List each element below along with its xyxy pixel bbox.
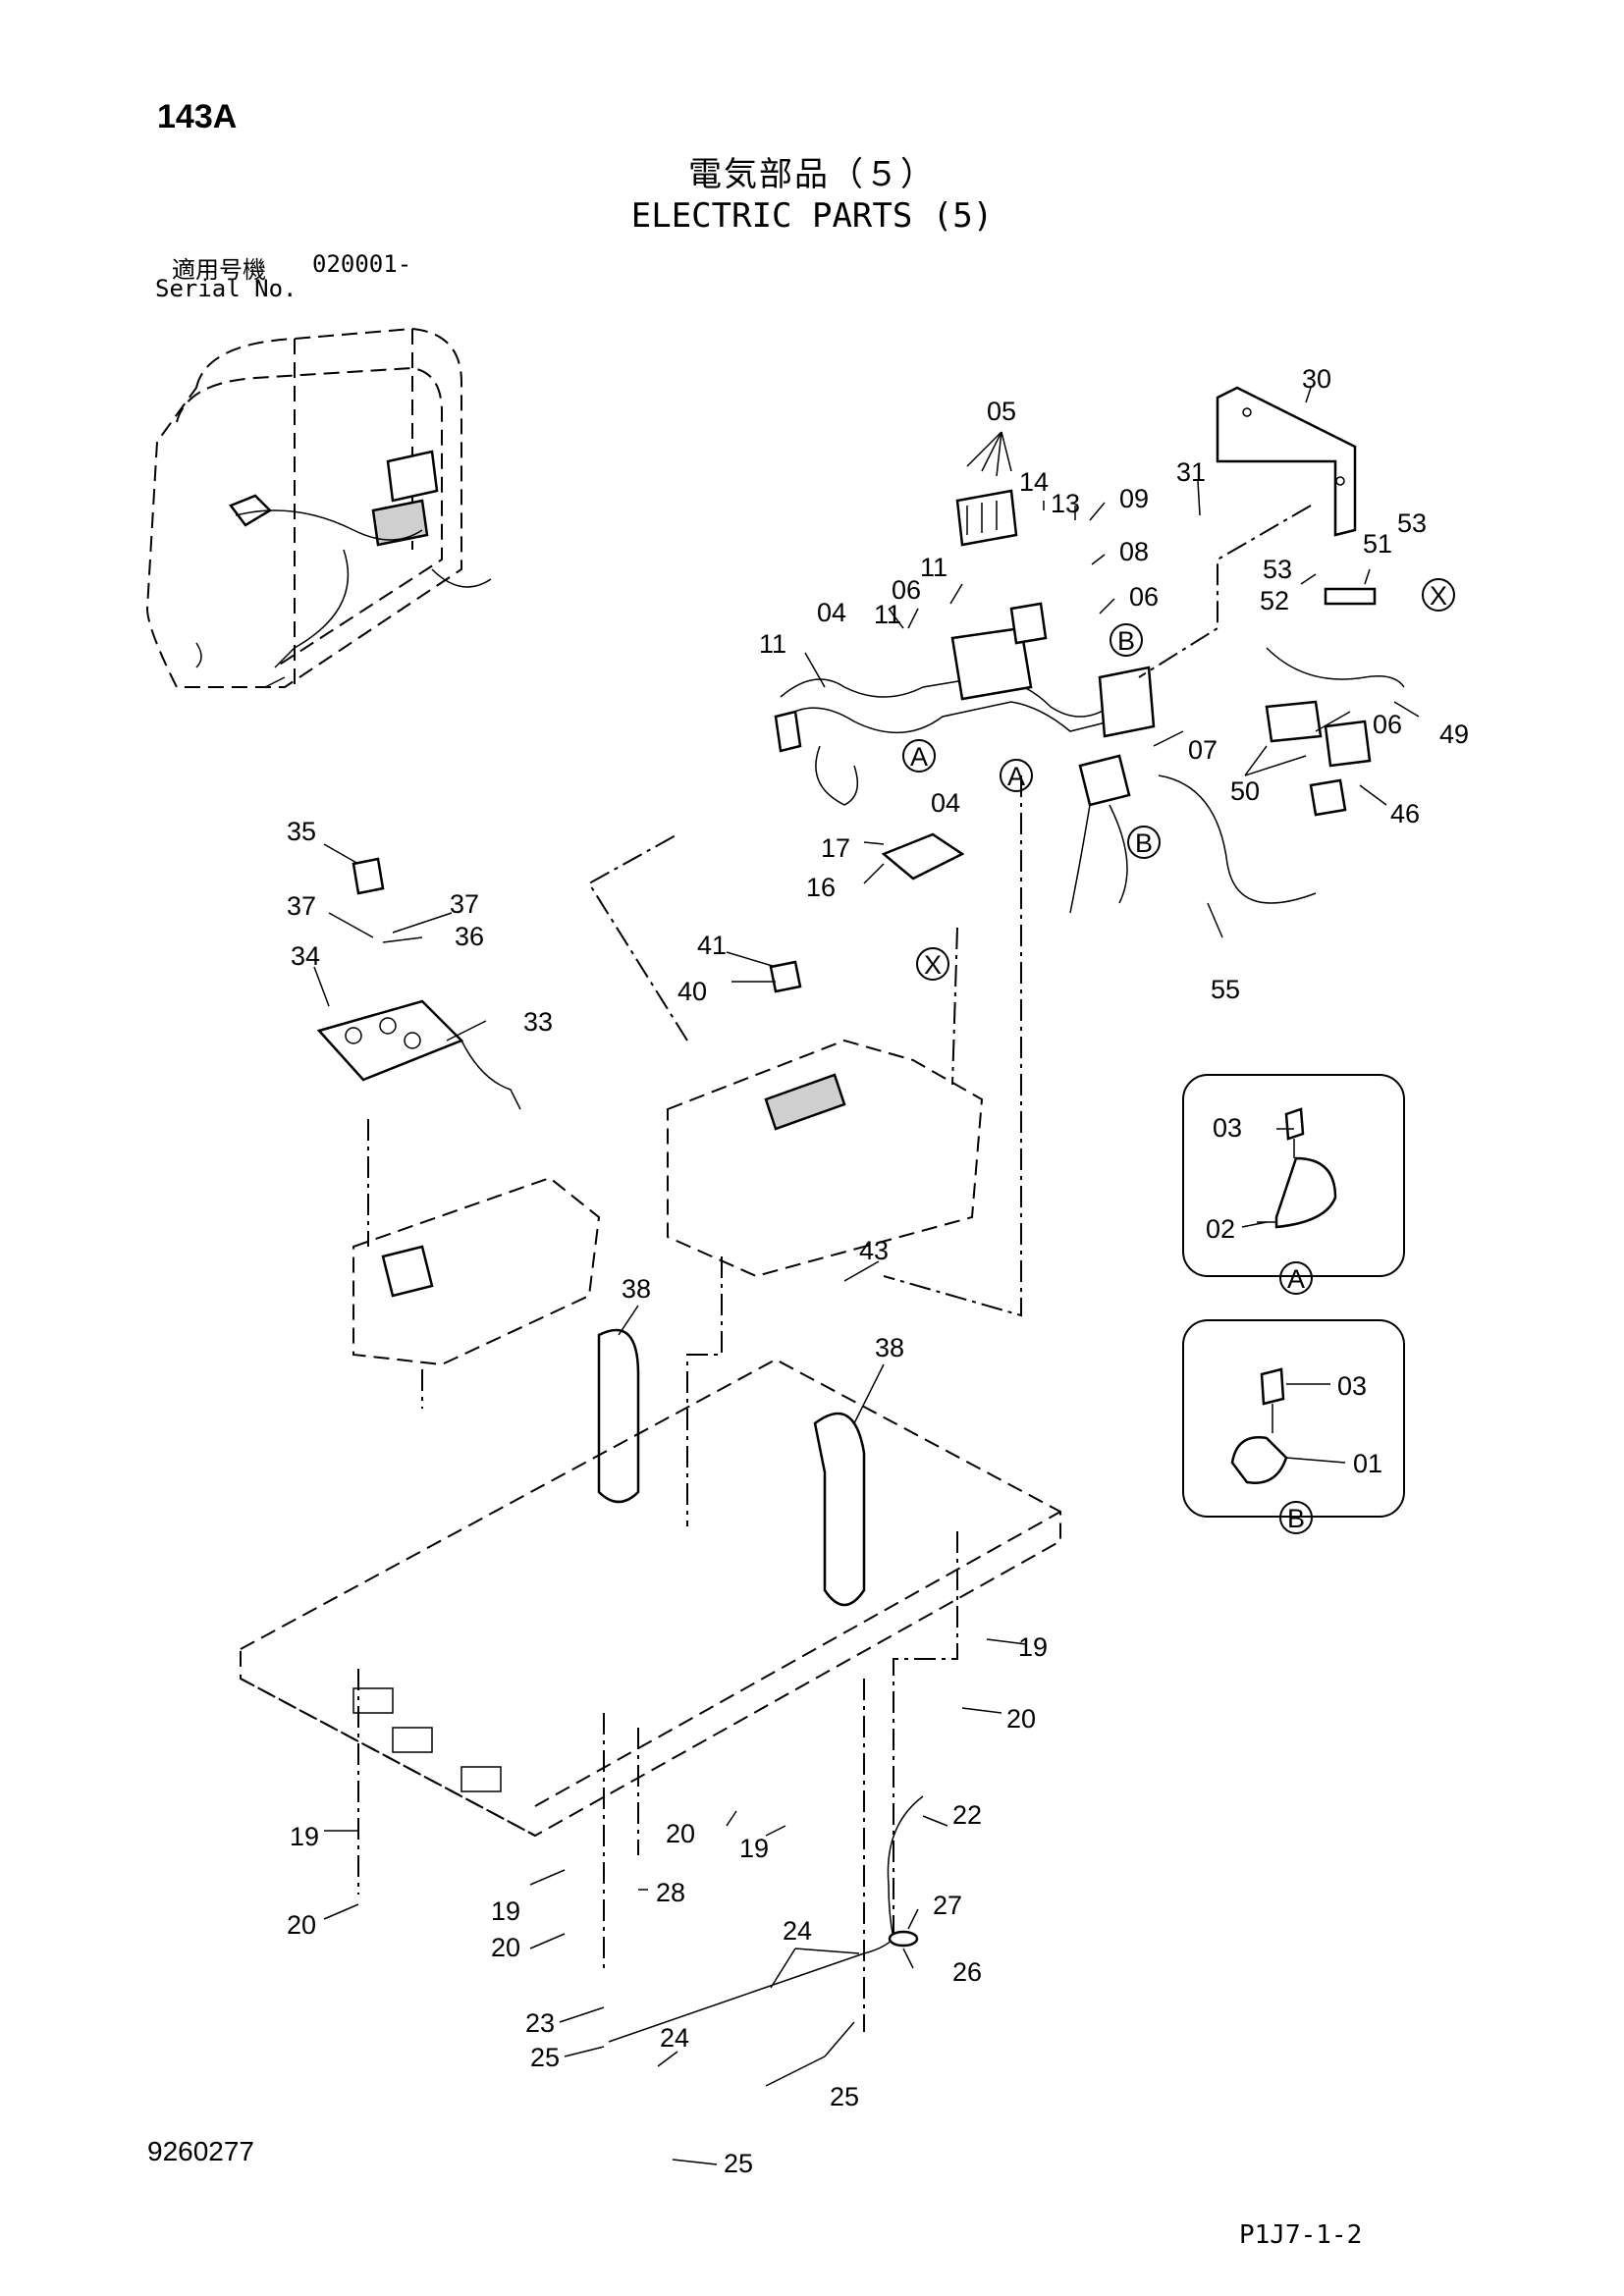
callout-19-center: 19 (739, 1834, 769, 1863)
serial-number-range: 020001- (312, 250, 412, 278)
callout-22: 22 (952, 1800, 982, 1830)
detail-b-label: B (1287, 1504, 1305, 1533)
callout-19-lower: 19 (491, 1896, 520, 1926)
callout-40: 40 (677, 977, 707, 1006)
serial-label-english: Serial No. (155, 275, 298, 302)
detail-box-b (1182, 1319, 1405, 1518)
callout-03-detail-a: 03 (1213, 1113, 1242, 1143)
callout-31: 31 (1176, 457, 1206, 487)
callout-53-left: 53 (1263, 555, 1292, 584)
callout-24-lower: 24 (660, 2023, 689, 2053)
detail-marker-b-1: B (1117, 626, 1135, 656)
callout-02: 02 (1206, 1214, 1235, 1244)
callout-30: 30 (1302, 364, 1331, 394)
callout-07: 07 (1188, 735, 1218, 765)
detail-marker-x-1: X (1430, 581, 1447, 611)
left-console-drawing (352, 1176, 601, 1366)
cab-overview-drawing (145, 327, 492, 688)
detail-markers: A A B B X X A B (902, 578, 1455, 1534)
page-title-english: ELECTRIC PARTS (5) (630, 196, 994, 236)
callout-17: 17 (821, 833, 850, 863)
connection-lines (357, 505, 1312, 2032)
right-sensor-parts-drawing (1265, 587, 1405, 817)
detail-a-label: A (1287, 1264, 1305, 1294)
switch-panel-drawing (316, 857, 521, 1110)
callout-20-left: 20 (287, 1910, 316, 1940)
detail-marker-x-2: X (924, 950, 942, 980)
callout-41: 41 (697, 931, 727, 960)
bracket-30-drawing (1216, 386, 1357, 537)
detail-marker-b-2: B (1135, 828, 1153, 858)
control-module-16-drawing (881, 832, 965, 881)
callout-06-top: 06 (1129, 582, 1159, 612)
air-ducts-drawing (597, 1328, 866, 1607)
callout-53-right: 53 (1397, 508, 1427, 538)
callout-13: 13 (1051, 489, 1080, 518)
page-title-japanese: 電気部品（５） (688, 155, 936, 194)
page-reference: P1J7-1-2 (1239, 2220, 1363, 2250)
callout-03-detail-b: 03 (1337, 1371, 1367, 1401)
callout-38-left: 38 (622, 1274, 651, 1304)
callout-33: 33 (523, 1007, 553, 1037)
detail-marker-a-1: A (910, 742, 928, 772)
detail-marker-a-2: A (1007, 762, 1025, 791)
callout-14: 14 (1019, 467, 1049, 497)
callout-04-mid: 04 (931, 788, 960, 818)
callout-37-left: 37 (287, 891, 316, 921)
callout-20-lower: 20 (491, 1933, 520, 1962)
callout-05: 05 (987, 397, 1016, 426)
callout-49: 49 (1439, 720, 1469, 749)
callout-08: 08 (1119, 537, 1149, 566)
callout-01: 01 (1353, 1449, 1382, 1478)
callout-11-top: 11 (920, 553, 947, 582)
callout-04-top: 04 (817, 598, 846, 627)
diagram-number: 9260277 (147, 2136, 255, 2166)
callout-36: 36 (455, 922, 484, 951)
floor-plate-drawing (240, 1358, 1061, 1838)
callout-28: 28 (656, 1878, 685, 1907)
callout-27: 27 (933, 1891, 962, 1920)
callout-labels: 05 30 31 14 13 09 08 06 11 06 11 04 11 0… (287, 364, 1469, 2178)
callout-24-upper: 24 (783, 1916, 812, 1946)
callout-37-right: 37 (450, 889, 479, 919)
callout-55: 55 (1211, 975, 1240, 1004)
callout-35: 35 (287, 817, 316, 846)
callout-19-left: 19 (290, 1822, 319, 1851)
callout-23: 23 (525, 2008, 555, 2038)
callout-11-mid: 11 (874, 600, 901, 629)
callout-38-right: 38 (875, 1333, 904, 1362)
detail-box-a (1182, 1074, 1405, 1277)
callout-43: 43 (859, 1236, 889, 1265)
callout-11-left: 11 (759, 629, 786, 659)
callout-46: 46 (1390, 799, 1420, 828)
page-code: 143A (157, 98, 238, 135)
serial-label-japanese: 適用号機 (172, 256, 266, 284)
callout-09: 09 (1119, 484, 1149, 513)
callout-06-right: 06 (1373, 710, 1402, 739)
callout-50: 50 (1230, 776, 1260, 806)
callout-25-left: 25 (530, 2043, 560, 2072)
callout-51: 51 (1363, 529, 1392, 559)
leader-lines (313, 387, 1420, 2165)
callout-34: 34 (291, 941, 320, 971)
right-console-drawing (667, 960, 984, 1278)
callout-25-center: 25 (830, 2082, 859, 2111)
callout-20-center: 20 (666, 1819, 695, 1848)
callout-20-right: 20 (1006, 1704, 1036, 1734)
callout-26: 26 (952, 1957, 982, 1987)
callout-25-bottom: 25 (724, 2149, 753, 2178)
callout-52: 52 (1260, 586, 1289, 615)
callout-06-mid: 06 (892, 575, 921, 605)
callout-16: 16 (806, 873, 836, 902)
callout-19-right: 19 (1018, 1632, 1048, 1662)
main-harness-drawing (774, 489, 1317, 914)
